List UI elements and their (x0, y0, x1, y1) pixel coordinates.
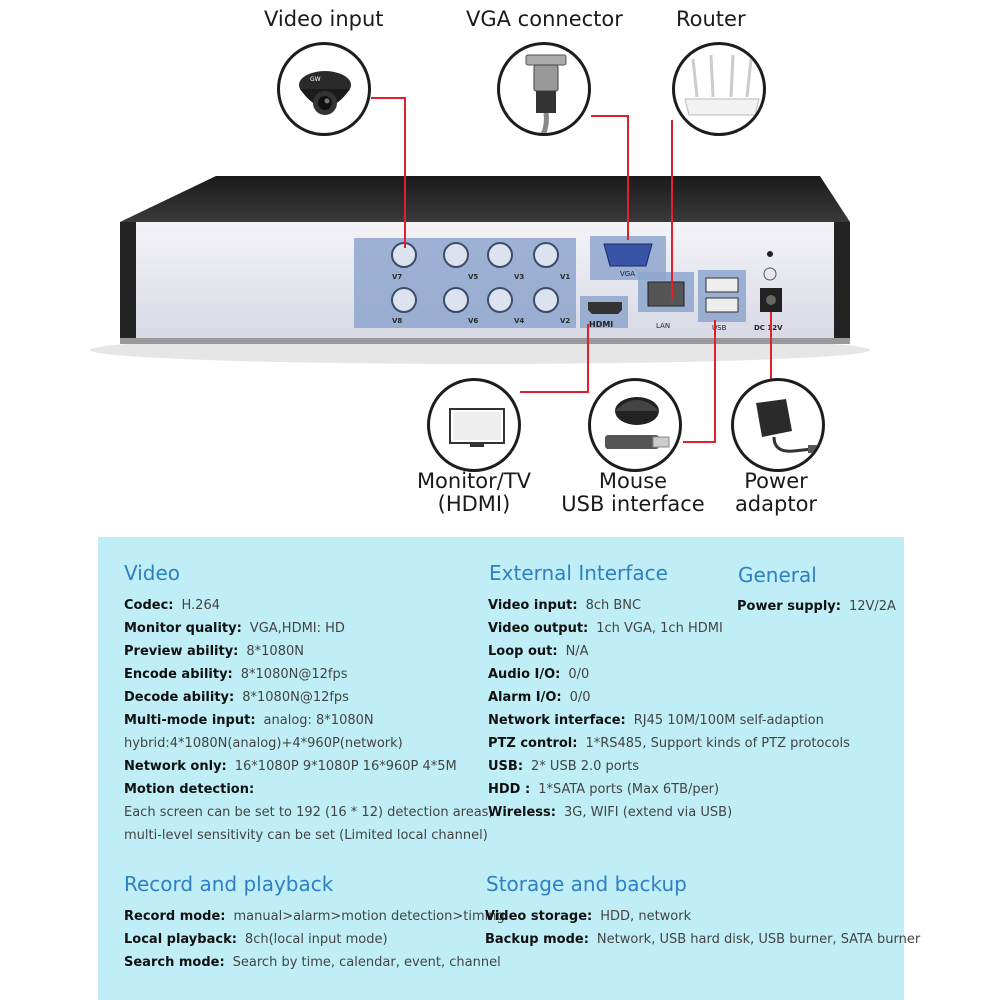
usb-text: USB (712, 324, 727, 332)
spec-row: Network only:16*1080P 9*1080P 16*960P 4*… (124, 759, 457, 774)
vga-port (603, 243, 653, 267)
router-label: Router (676, 7, 746, 31)
lan-port (647, 281, 685, 307)
spec-row: Video storage:HDD, network (485, 909, 692, 924)
spec-row: Motion detection: (124, 782, 255, 797)
spec-row: Record mode:manual>alarm>motion detectio… (124, 909, 505, 924)
record-section-title: Record and playback (124, 872, 334, 896)
lan-text: LAN (656, 322, 670, 330)
spec-row: Search mode:Search by time, calendar, ev… (124, 955, 501, 970)
spec-row: Backup mode:Network, USB hard disk, USB … (485, 932, 921, 947)
spec-row: Local playback:8ch(local input mode) (124, 932, 388, 947)
hdmi-text: HDMI (589, 320, 613, 329)
bnc-ports (391, 242, 559, 313)
spec-row: Alarm I/O:0/0 (488, 690, 591, 705)
port-label: V8 (392, 317, 402, 325)
hybrid-text: hybrid:4*1080N(analog)+4*960P(network) (124, 736, 403, 751)
port-label: V7 (392, 273, 402, 281)
spec-row: PTZ control:1*RS485, Support kinds of PT… (488, 736, 850, 751)
camera-icon: GW (277, 42, 371, 136)
dvr-diagram: V7 V5 V3 V1 V8 V6 V4 V2 VGA HDMI LAN USB… (90, 97, 870, 443)
storage-section-title: Storage and backup (486, 872, 687, 896)
spec-row: Wireless:3G, WIFI (extend via USB) (488, 805, 733, 820)
router-icon (672, 42, 766, 136)
monitor-icon (427, 378, 521, 472)
vga-cable-icon (497, 42, 591, 136)
port-label: V5 (468, 273, 478, 281)
video-input-label: Video input (264, 7, 384, 31)
spec-row: Audio I/O:0/0 (488, 667, 590, 682)
monitor-label: Monitor/TV(HDMI) (416, 469, 532, 517)
svg-text:GW: GW (310, 76, 321, 83)
mouse-usb-icon (588, 378, 682, 472)
spec-row: Codec:H.264 (124, 598, 220, 613)
power-adaptor-icon (731, 378, 825, 472)
spec-row: Video input:8ch BNC (488, 598, 642, 613)
port-label: V4 (514, 317, 524, 325)
spec-row: Preview ability:8*1080N (124, 644, 304, 659)
usb-port-1 (705, 277, 739, 293)
spec-row: Decode ability:8*1080N@12fps (124, 690, 349, 705)
vga-text: VGA (620, 270, 635, 278)
spec-row: HDD :1*SATA ports (Max 6TB/per) (488, 782, 720, 797)
port-label: V2 (560, 317, 570, 325)
port-label: V1 (560, 273, 570, 281)
external-section-title: External Interface (489, 561, 668, 585)
hdmi-port (588, 302, 622, 314)
dvr-top-surface (120, 176, 850, 222)
connection-lines (371, 97, 772, 443)
spec-row: Multi-mode input:analog: 8*1080N (124, 713, 374, 728)
port-label: V3 (514, 273, 524, 281)
general-section-title: General (738, 563, 817, 587)
spec-row: Loop out:N/A (488, 644, 589, 659)
spec-row: Network interface:RJ45 10M/100M self-ada… (488, 713, 824, 728)
vga-connector-label: VGA connector (466, 7, 623, 31)
video-section-title: Video (124, 561, 181, 585)
spec-row: Monitor quality:VGA,HDMI: HD (124, 621, 345, 636)
usb-port-2 (705, 297, 739, 313)
motion-text: multi-level sensitivity can be set (Limi… (124, 828, 488, 843)
spec-row: Power supply:12V/2A (737, 599, 896, 614)
spec-row: USB:2* USB 2.0 ports (488, 759, 639, 774)
port-label: V6 (468, 317, 478, 325)
spec-row: Video output:1ch VGA, 1ch HDMI (488, 621, 723, 636)
spec-row: Encode ability:8*1080N@12fps (124, 667, 348, 682)
spec-panel: Video Codec:H.264 Monitor quality:VGA,HD… (98, 537, 920, 1000)
dc-text: DC 12V (754, 324, 783, 332)
motion-text: Each screen can be set to 192 (16 * 12) … (124, 805, 493, 820)
